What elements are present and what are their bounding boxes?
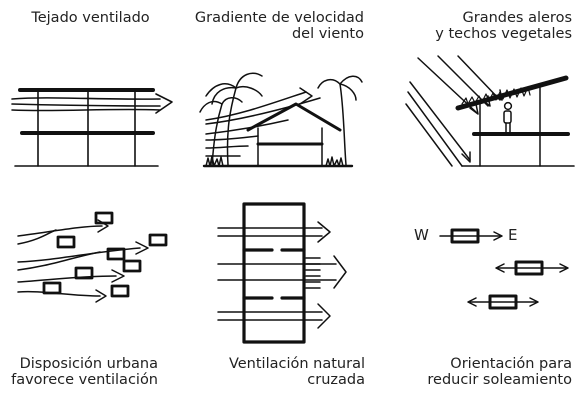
wind-arrow — [11, 93, 173, 114]
green-roof — [455, 75, 569, 111]
caption-line: y techos vegetales — [435, 26, 572, 42]
wind-gradient-arrows — [205, 87, 321, 157]
caption-line: Grandes aleros — [462, 10, 572, 26]
caption-line: Orientación para — [450, 356, 572, 372]
caption-line: del viento — [291, 26, 364, 42]
caption-gradiente-viento: Gradiente de velocidad del viento — [188, 10, 364, 42]
east-west-axis — [439, 231, 569, 307]
wind-arrow — [17, 219, 149, 303]
diagram-disposicion-urbana — [17, 211, 168, 303]
building-block — [42, 211, 168, 298]
diagram-tejado-ventilado — [11, 88, 173, 167]
grass — [325, 156, 344, 167]
caption-line: Ventilación natural — [228, 356, 365, 372]
house-icon — [246, 102, 342, 167]
caption-line: favorece ventilación — [11, 372, 158, 388]
wind-arrow — [217, 221, 347, 329]
louver-vents — [305, 257, 321, 289]
caption-grandes-aleros: Grandes aleros y techos vegetales — [400, 10, 572, 42]
caption-tejado-ventilado: Tejado ventilado — [18, 10, 163, 26]
compass-west-label: W — [414, 226, 429, 244]
diagram-grandes-aleros — [405, 55, 575, 167]
caption-orientacion: Orientación para reducir soleamiento — [400, 356, 572, 388]
caption-line: Disposición urbana — [19, 356, 158, 372]
caption-line: reducir soleamiento — [427, 372, 572, 388]
diagram-ventilacion-cruzada — [217, 202, 347, 344]
palm-tree-icon — [317, 75, 363, 166]
compass-east-label: E — [508, 226, 518, 244]
diagram-orientacion — [439, 228, 569, 310]
sun-rays — [405, 55, 503, 167]
caption-ventilacion-cruzada: Ventilación natural cruzada — [210, 356, 365, 388]
caption-line: cruzada — [307, 372, 365, 388]
building-plan — [242, 202, 306, 344]
person-icon — [503, 101, 513, 134]
caption-line: Gradiente de velocidad — [194, 10, 364, 26]
caption-line: Tejado ventilado — [31, 10, 150, 26]
grass — [205, 155, 224, 167]
diagram-gradiente-viento — [199, 72, 363, 168]
caption-disposicion-urbana: Disposición urbana favorece ventilación — [4, 356, 158, 388]
